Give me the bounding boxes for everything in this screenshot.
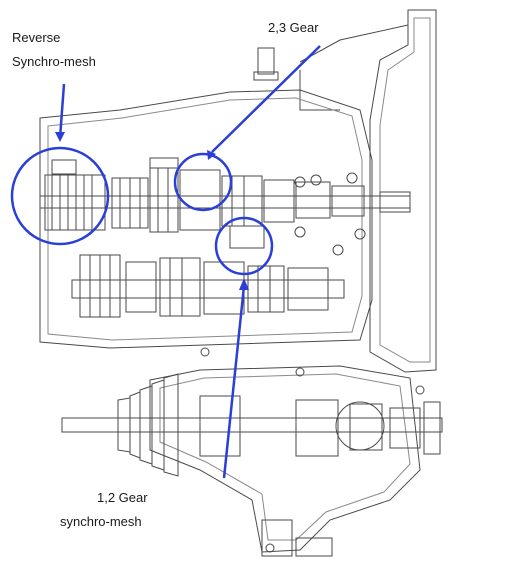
gear23-highlight	[173, 152, 233, 212]
cv-boot	[117, 373, 179, 477]
reverse-label-line1: Reverse	[12, 30, 61, 45]
reverse-pointer	[58, 83, 66, 139]
upper-gears	[44, 167, 365, 233]
bell-housing	[369, 9, 437, 373]
gear23-label: 2,3 Gear	[268, 20, 319, 35]
gear23-pointer	[211, 45, 321, 153]
bearings	[294, 172, 366, 256]
bell-housing-inner	[379, 17, 431, 363]
reverse-label-line2: Synchro-mesh	[12, 54, 96, 69]
lower-gears	[79, 254, 329, 318]
differential-gears	[199, 395, 441, 457]
differential-housing	[149, 365, 421, 553]
gear12-label-line1: 1,2 Gear	[97, 490, 148, 505]
gear12-label-line2: synchro-mesh	[60, 514, 142, 529]
transmission-case	[39, 89, 373, 349]
counter-shaft	[71, 279, 345, 299]
drive-shaft	[61, 417, 443, 433]
gear12-highlight	[214, 216, 274, 276]
vent-plug	[257, 47, 275, 75]
gear12-pointer	[222, 285, 246, 479]
reverse-synchro-highlight	[10, 146, 110, 246]
